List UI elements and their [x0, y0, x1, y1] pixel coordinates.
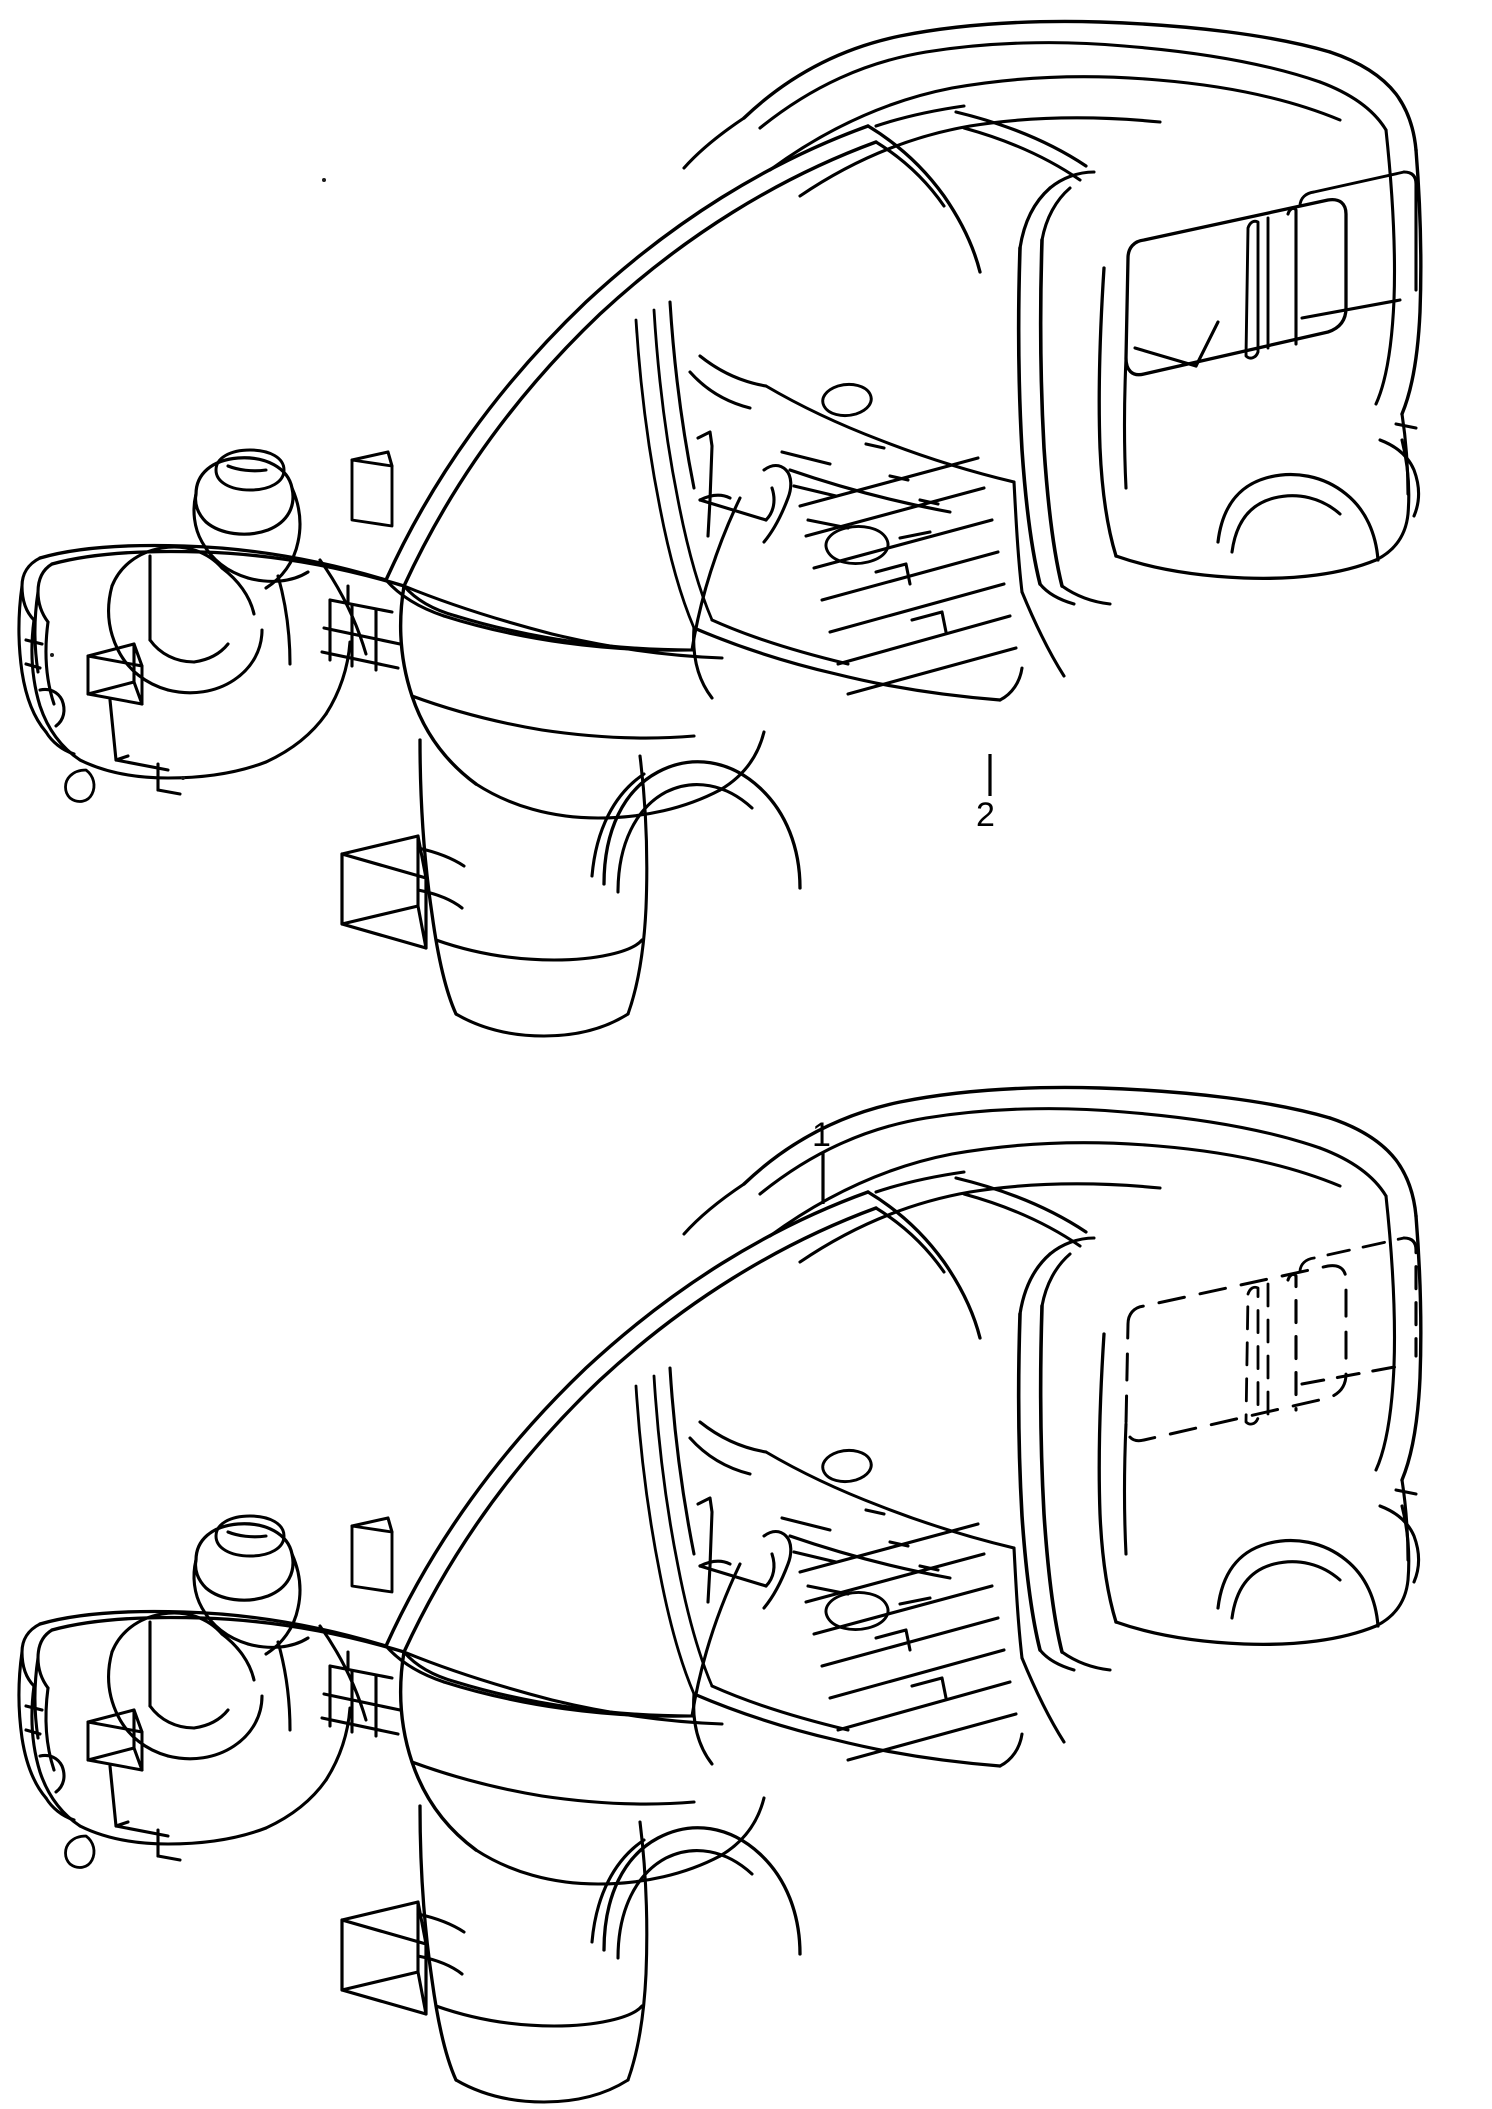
scan-speck: [322, 178, 326, 182]
scan-speck: [50, 653, 54, 657]
callout-number-1: 1: [812, 1116, 831, 1154]
callout-number-2: 2: [976, 796, 995, 834]
body-shell-panel-van-drawing: [17, 1085, 1423, 2104]
figure-body-shell-panel-van: [0, 1040, 1492, 2109]
scan-speck: [181, 776, 185, 780]
body-shell-windowed-drawing: [17, 19, 1423, 1038]
figure-body-shell-windowed: [0, 0, 1492, 1040]
